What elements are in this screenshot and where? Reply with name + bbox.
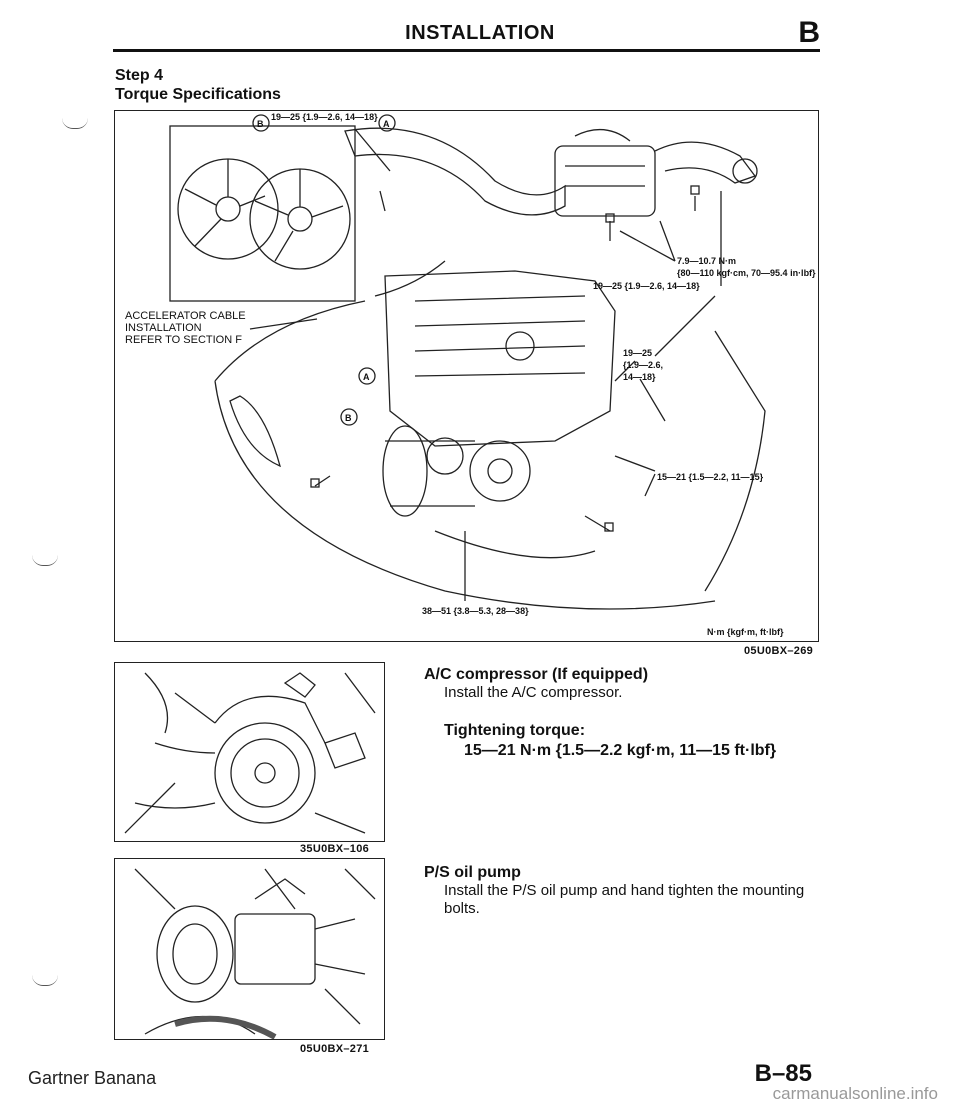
accelerator-cable-drawing [374, 260, 446, 297]
margin-mark [32, 555, 58, 566]
torque-callout-top: 19—25 {1.9—2.6, 14—18} [271, 112, 378, 122]
intake-pipe-drawing [344, 127, 566, 216]
ac-section-title: A/C compressor (If equipped) [424, 666, 649, 683]
engine-block-drawing [384, 270, 616, 447]
ac-compressor-illustration [124, 672, 376, 834]
ac-figure-code: 35U0BX–106 [300, 843, 370, 855]
section-letter: B [798, 16, 820, 49]
ac-compressor-drawing [469, 440, 531, 502]
engine-bay-illustration: B A A B 19—25 {1.9—2.6, 14—18} 7.9—10.7 … [125, 112, 816, 637]
accelerator-callout-1: ACCELERATOR CABLE [125, 310, 246, 322]
step-label: Step 4 [115, 67, 164, 84]
step-heading: Step 4 Torque Specifications [115, 66, 281, 104]
accelerator-callout-2: INSTALLATION [125, 322, 202, 334]
torque-callout-inlb-1: 7.9—10.7 N·m [677, 256, 736, 266]
ac-spec-label: Tightening torque: [444, 722, 586, 739]
ps-pulley-drawing [156, 905, 234, 1003]
torque-callout-ac: 15—21 {1.5—2.2, 11—15} [657, 472, 764, 482]
ps-figure-code: 05U0BX–271 [300, 1043, 370, 1055]
torque-callout-side-1: 19—25 [623, 348, 652, 358]
main-figure-code: 05U0BX–269 [744, 645, 814, 657]
marker-a-label: A [383, 119, 390, 129]
ac-spec-value: 15—21 N·m {1.5—2.2 kgf·m, 11—15 ft·lbf} [464, 742, 777, 759]
torque-callout-mid: 19—25 {1.9—2.6, 14—18} [593, 281, 700, 291]
margin-mark [32, 975, 58, 986]
marker-a-circle [378, 114, 396, 132]
torque-callout-side-2: {1.9—2.6, [623, 360, 663, 370]
ps-pump-body-drawing [234, 913, 316, 985]
torque-callout-bottom: 38—51 {3.8—5.3, 28—38} [422, 606, 529, 616]
ac-compressor-figure [114, 662, 385, 842]
ps-section-text-1: Install the P/S oil pump and hand tighte… [444, 882, 805, 899]
marker-a2-circle [358, 367, 376, 385]
ac-clutch-drawing [214, 722, 316, 824]
marker-b-label: B [257, 119, 264, 129]
ps-pump-figure [114, 858, 385, 1040]
units-label: N·m {kgf·m, ft·lbf} [707, 627, 784, 637]
marker-b2-circle [340, 408, 358, 426]
accelerator-callout-3: REFER TO SECTION F [125, 334, 242, 346]
watermark: carmanualsonline.info [772, 1084, 938, 1103]
radiator-drawing [169, 125, 356, 302]
footer-brand: Gartner Banana [28, 1068, 157, 1088]
marker-b2-label: B [345, 413, 352, 423]
body-outline-drawing [214, 300, 766, 610]
step-subtitle: Torque Specifications [115, 86, 281, 103]
ps-section-text-2: bolts. [444, 900, 480, 917]
ps-section-title: P/S oil pump [424, 864, 521, 881]
air-duct-drawing [654, 141, 757, 184]
torque-callout-side-3: 14—18} [623, 372, 656, 382]
air-cleaner-drawing [554, 145, 656, 217]
marker-b-circle [252, 114, 270, 132]
ac-section-text: Install the A/C compressor. [444, 684, 623, 701]
leader-accelerator [249, 318, 318, 330]
page-header-title: INSTALLATION [405, 22, 555, 44]
header-rule [113, 49, 820, 52]
page-number: B–85 [754, 1060, 812, 1087]
belt-drawing [382, 425, 428, 517]
main-torque-figure: B A A B 19—25 {1.9—2.6, 14—18} 7.9—10.7 … [114, 110, 819, 642]
margin-mark [62, 118, 88, 129]
ps-pump-illustration [134, 868, 376, 1039]
leader-top [354, 128, 391, 172]
torque-callout-inlb-2: {80—110 kgf·cm, 70—95.4 in·lbf} [677, 268, 816, 278]
marker-a2-label: A [363, 372, 370, 382]
